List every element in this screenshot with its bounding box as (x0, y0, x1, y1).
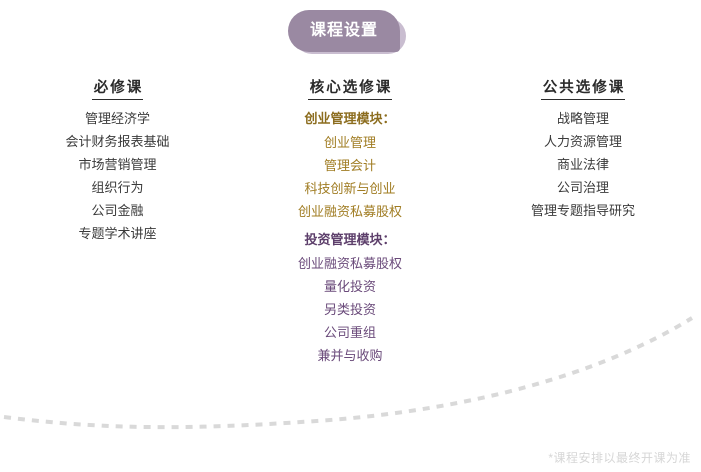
course-item: 创业融资私募股权 (297, 203, 402, 219)
course-item: 创业管理 (323, 134, 376, 150)
course-columns: 必修课 管理经济学 会计财务报表基础 市场营销管理 组织行为 公司金融 专题学术… (0, 80, 701, 372)
course-item: 管理会计 (323, 157, 376, 173)
course-item: 战略管理 (556, 110, 609, 126)
column-header-public-electives: 公共选修课 (540, 80, 626, 100)
course-item: 商业法律 (556, 156, 609, 172)
module-heading-investment: 投资管理模块： (304, 231, 396, 247)
column-core-electives: 核心选修课 创业管理模块： 创业管理 管理会计 科技创新与创业 创业融资私募股权… (235, 80, 465, 372)
course-item: 公司金融 (91, 202, 144, 218)
column-header-core-electives: 核心选修课 (307, 80, 393, 100)
course-item: 会计财务报表基础 (65, 133, 170, 149)
course-item: 公司治理 (556, 179, 609, 195)
page-title-banner: 课程设置 (288, 10, 410, 56)
course-item: 另类投资 (323, 301, 376, 317)
column-header-required: 必修课 (91, 80, 144, 100)
course-item: 公司重组 (323, 324, 376, 340)
course-item: 兼并与收购 (317, 347, 383, 363)
course-item: 专题学术讲座 (78, 225, 157, 241)
banner-main-shape: 课程设置 (288, 10, 400, 52)
course-item: 市场营销管理 (78, 156, 157, 172)
course-item: 创业融资私募股权 (297, 255, 402, 271)
column-required-courses: 必修课 管理经济学 会计财务报表基础 市场营销管理 组织行为 公司金融 专题学术… (0, 80, 235, 372)
course-item: 管理经济学 (84, 110, 150, 126)
course-item: 管理专题指导研究 (530, 202, 635, 218)
footnote-disclaimer: *课程安排以最终开课为准 (548, 451, 691, 465)
course-item: 量化投资 (323, 278, 376, 294)
course-item: 科技创新与创业 (304, 180, 396, 196)
page-title: 课程设置 (309, 22, 378, 39)
course-item: 人力资源管理 (543, 133, 622, 149)
course-item: 组织行为 (91, 179, 144, 195)
column-public-electives: 公共选修课 战略管理 人力资源管理 商业法律 公司治理 管理专题指导研究 (465, 80, 701, 372)
module-heading-entrepreneurship: 创业管理模块： (304, 110, 396, 126)
